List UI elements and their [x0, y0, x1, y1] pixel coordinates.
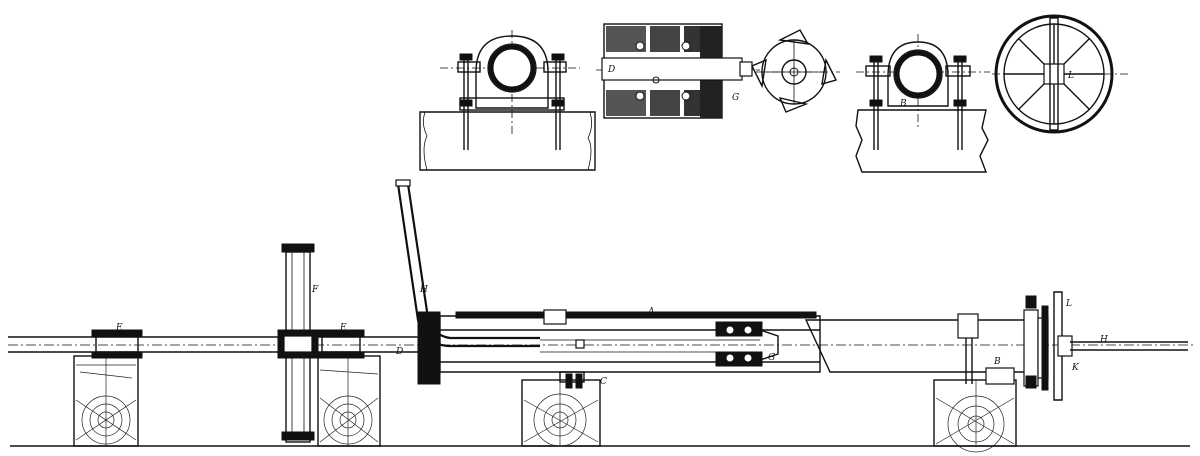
label-b-main: B [993, 357, 1001, 367]
label-g-main: G [768, 353, 775, 363]
support-c [559, 371, 585, 389]
label-h-bar: H [1099, 335, 1108, 345]
detail-handwheel [992, 14, 1130, 134]
clamp-e-left [91, 329, 143, 359]
label-e-left: E [115, 323, 123, 333]
label-f: F [311, 285, 319, 295]
detail-bearing-right [855, 34, 990, 173]
label-a: A [647, 307, 655, 317]
label-e-right: E [339, 323, 347, 333]
label-l-main: L [1065, 299, 1072, 309]
main-tube-a [417, 309, 821, 385]
label-d-detail: D [607, 65, 615, 75]
label-b-detail: B [899, 99, 907, 109]
detail-cutter-head [751, 29, 840, 113]
clamp-e-right [317, 329, 365, 359]
timber-block-2 [317, 355, 381, 447]
bearing-b [957, 313, 1015, 385]
timber-block-1 [73, 355, 139, 447]
label-g-detail: G [732, 93, 739, 103]
label-l-wheel: L [1067, 71, 1074, 81]
label-d-main: D [395, 347, 403, 357]
main-shaft [8, 336, 1195, 353]
post-f [277, 243, 319, 443]
handwheel-assembly [1023, 291, 1188, 401]
timber-block-4 [933, 379, 1017, 453]
label-h-main: H [419, 285, 428, 295]
label-k: K [1071, 363, 1080, 373]
detail-sleeve-section [596, 23, 760, 119]
detail-bearing-left [419, 30, 596, 171]
timber-block-3 [521, 379, 601, 447]
label-c: C [600, 377, 607, 387]
